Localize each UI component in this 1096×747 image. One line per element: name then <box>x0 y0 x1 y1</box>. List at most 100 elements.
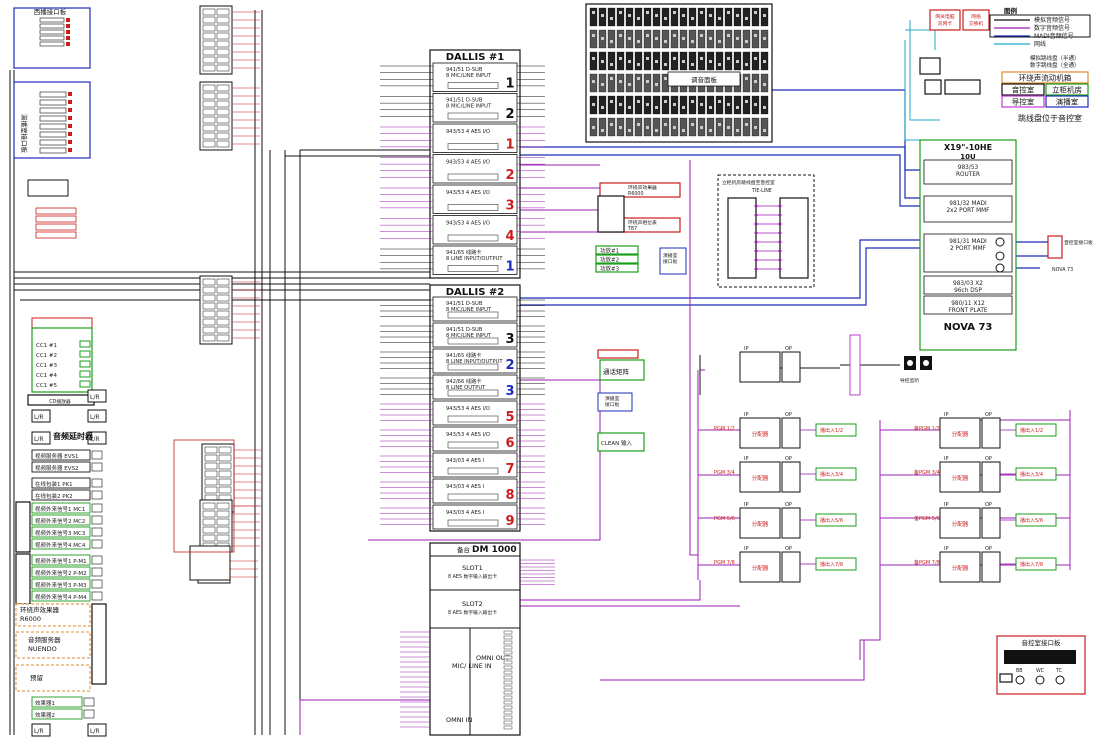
fader-knob <box>637 40 640 43</box>
p-group-frame <box>15 553 31 605</box>
fader-knob <box>745 77 748 80</box>
pk-port <box>91 490 103 500</box>
patch-jack <box>216 64 230 72</box>
p-box <box>31 578 91 590</box>
fader-knob <box>673 34 676 37</box>
console-fader <box>634 117 643 137</box>
call-matrix-label: 通话矩阵 <box>603 367 630 376</box>
legend-room <box>1001 71 1089 84</box>
dm-mic-line: MIC/ LINE IN <box>452 662 492 670</box>
fader-knob <box>664 63 667 66</box>
patch-jack <box>216 334 230 342</box>
nova-card-line1: 983/03 X2 <box>953 281 983 287</box>
p-port <box>91 591 103 601</box>
madi-port <box>995 263 1005 273</box>
splitter-op <box>981 461 1001 493</box>
patch-jack <box>202 84 216 92</box>
fader-knob <box>655 129 658 132</box>
fader-knob <box>682 37 685 40</box>
dm-slot2-sub: 8 AES 数字输入输出卡 <box>448 609 497 616</box>
dsub-port <box>447 337 499 345</box>
ip-label: IP <box>944 502 949 508</box>
amp-label: 功放#1 <box>600 247 619 255</box>
fader-knob <box>754 34 757 37</box>
dm-pin <box>503 650 513 655</box>
fader-knob <box>655 106 658 109</box>
lr-label: L/R <box>90 394 100 401</box>
text-line: R6000 <box>20 615 41 623</box>
tie-line-sub: TIE-LINE <box>751 188 772 194</box>
dm-pin <box>503 685 513 690</box>
lr-block <box>31 409 51 423</box>
fader-knob <box>682 106 685 109</box>
text-line: 音频服务器 <box>28 635 61 644</box>
cc-port <box>79 350 91 358</box>
patch-jack <box>216 510 230 518</box>
mid-device <box>597 349 639 359</box>
fader-knob <box>691 40 694 43</box>
amp-list: 功放#1功放#2功放#3 <box>595 245 639 273</box>
patch-jack <box>202 294 216 302</box>
madi-wire <box>520 239 920 299</box>
patch-jack <box>202 40 216 48</box>
nova-card-line2: 2 PORT MMF <box>950 246 986 252</box>
console-fader <box>625 95 634 115</box>
text-line: 接口板 <box>663 258 678 265</box>
lr-label: L/R <box>90 436 100 443</box>
hall-iface-frame <box>13 81 91 159</box>
splitter-label: 分配器 <box>952 430 969 438</box>
fader-knob <box>763 60 766 63</box>
splitter-box <box>939 461 981 493</box>
lr-label: L/R <box>90 728 100 735</box>
connector-row <box>39 123 67 130</box>
fader-knob <box>592 126 595 129</box>
tie-dot <box>754 213 758 217</box>
cc-item: CC1 #4 <box>36 373 58 379</box>
fader-knob <box>673 57 676 60</box>
patch-jack <box>216 56 230 64</box>
dm-slot1: SLOT1 <box>462 564 483 572</box>
splitter-label: 分配器 <box>952 564 969 572</box>
fader-knob <box>601 37 604 40</box>
fader-knob <box>763 37 766 40</box>
effect-row <box>35 207 77 215</box>
connector-pin <box>68 108 72 112</box>
console-fader <box>760 95 769 115</box>
fader-knob <box>664 40 667 43</box>
console-fader <box>589 7 598 27</box>
amp-label: 功放#3 <box>600 265 620 273</box>
network-wire <box>904 40 920 141</box>
left-connectors <box>27 17 77 239</box>
pk-label: 在线包装1 PK1 <box>35 480 73 488</box>
p-port <box>91 567 103 577</box>
lr-block <box>31 431 51 445</box>
patch-jack <box>202 16 216 24</box>
connector-pin <box>66 18 70 22</box>
fader-knob <box>691 17 694 20</box>
console-fader <box>715 117 724 137</box>
splitter-op <box>781 417 801 449</box>
fader-knob <box>718 123 721 126</box>
dm-pin <box>503 700 513 705</box>
pk-box <box>31 477 91 489</box>
pgm-label: PGM 7/8 <box>714 560 735 566</box>
p-box <box>31 554 91 566</box>
network-gear: 网关电脑双网卡 网络交换机 <box>919 9 990 95</box>
fader-knob <box>709 14 712 17</box>
splitter-box <box>739 417 781 449</box>
fader-knob <box>673 11 676 14</box>
mc-label: 视频外来信号3 MC3 <box>35 529 86 537</box>
op-label: OP <box>985 456 992 462</box>
fader-knob <box>628 129 631 132</box>
dallis-card-line1: 941/51 D-SUB <box>446 98 483 104</box>
patch-jack <box>202 24 216 32</box>
fader-knob <box>619 103 622 106</box>
patch-bay <box>199 275 233 345</box>
legend-item-label: 数字音频信号 <box>1034 24 1070 32</box>
mc-port <box>91 515 103 525</box>
fader-knob <box>628 37 631 40</box>
text-line: 演播室 <box>663 252 678 259</box>
